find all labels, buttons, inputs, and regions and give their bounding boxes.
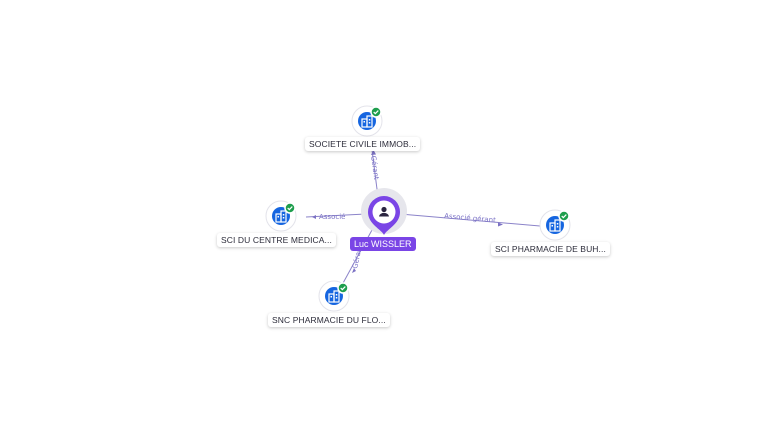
company-node-top[interactable] [351, 105, 383, 137]
company-label-top[interactable]: SOCIETE CIVILE IMMOB... [305, 137, 421, 151]
edge-left: Associé [305, 213, 367, 221]
person-name-label[interactable]: Luc WISSLER [350, 237, 416, 251]
company-label-right[interactable]: SCI PHARMACIE DE BUH... [491, 242, 610, 256]
verified-badge-icon [337, 282, 349, 294]
company-node-right[interactable] [539, 209, 571, 241]
edge-arrow-top [371, 150, 376, 155]
edge-arrow-bottom [352, 268, 356, 273]
edge-label-right: Associé gérant [444, 212, 497, 225]
company-node-bottom[interactable] [318, 280, 350, 312]
company-label-bottom[interactable]: SNC PHARMACIE DU FLO... [268, 313, 390, 327]
verified-badge-icon [284, 202, 296, 214]
verified-badge-icon [370, 106, 382, 118]
building-icon [361, 115, 373, 128]
building-icon [328, 290, 340, 303]
edge-label-left: Associé [319, 213, 345, 221]
company-node-left[interactable] [265, 200, 297, 232]
verified-badge-icon [558, 210, 570, 222]
edge-arrow-right [498, 222, 503, 227]
company-label-left[interactable]: SCI DU CENTRE MEDICA... [217, 233, 336, 247]
person-icon [379, 206, 389, 217]
edges: Gérant Associé Associé gérant Gérant [305, 149, 541, 286]
person-node[interactable] [361, 188, 407, 235]
building-icon [549, 219, 561, 232]
edge-arrow-left [312, 215, 316, 219]
edge-label-top: Gérant [369, 155, 380, 180]
building-icon [275, 210, 287, 223]
edge-right: Associé gérant [399, 212, 541, 227]
